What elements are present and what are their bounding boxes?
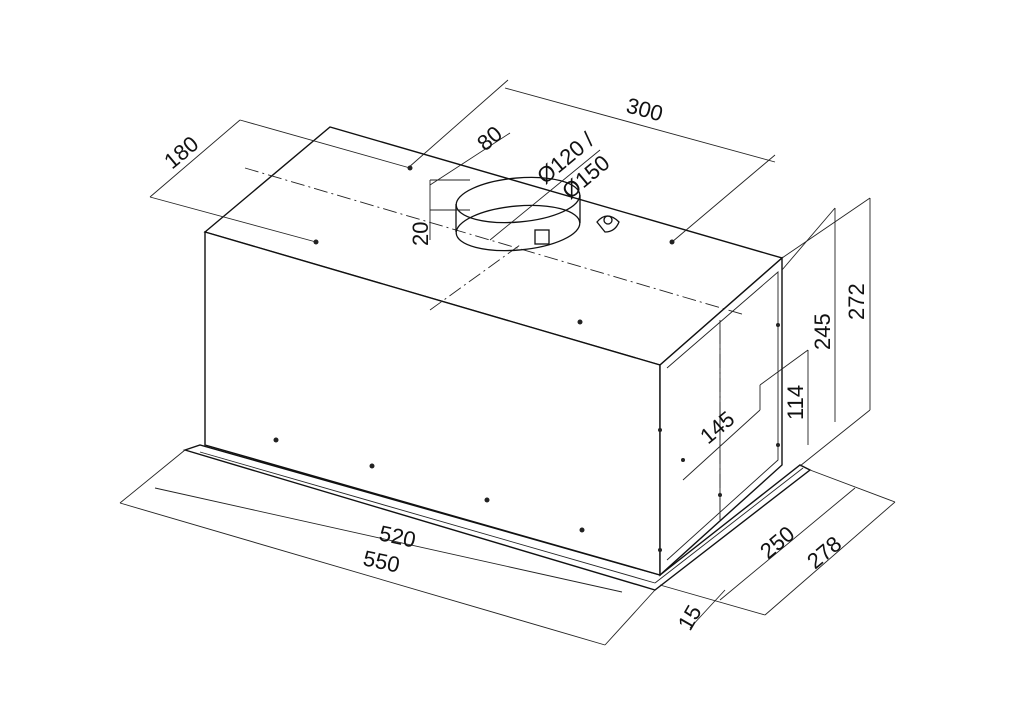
centre-lines	[244, 167, 746, 520]
dim-300: 300	[624, 93, 666, 127]
dim-80: 80	[472, 121, 507, 156]
hood-body	[203, 126, 784, 577]
dim-245: 245	[810, 313, 835, 350]
outlet-collar	[455, 176, 620, 252]
dim-272: 272	[844, 283, 869, 320]
dim-520: 520	[377, 520, 418, 552]
side-face	[659, 256, 783, 577]
dim-278: 278	[802, 531, 846, 574]
dim-114: 114	[783, 385, 808, 420]
dim-15: 15	[673, 601, 707, 635]
dim-250: 250	[755, 521, 799, 564]
dim-20: 20	[408, 222, 433, 246]
dim-550: 550	[361, 545, 402, 577]
dimension-lines	[119, 79, 896, 646]
dim-180: 180	[159, 131, 203, 174]
